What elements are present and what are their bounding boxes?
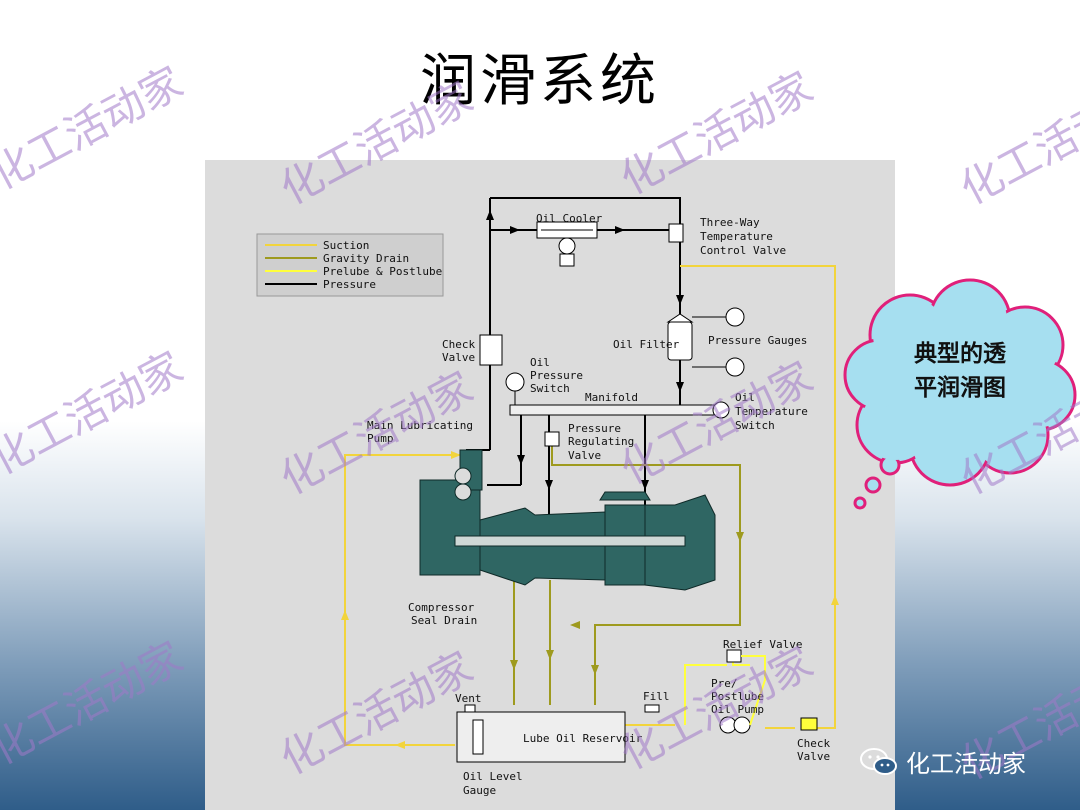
pressure-gauge-1 (725, 307, 745, 327)
pressure-gauge-2 (725, 357, 745, 377)
label-prepost-2: Postlube (711, 690, 764, 703)
label-reservoir: Lube Oil Reservoir (523, 732, 643, 745)
label-three-way-2: Temperature (700, 230, 773, 243)
label-prv-1: Pressure (568, 422, 621, 435)
label-fill: Fill (643, 690, 670, 703)
label-prv-2: Regulating (568, 435, 634, 448)
prelube-pump (684, 649, 766, 734)
legend-label-prelube: Prelube & Postlube (323, 265, 442, 278)
label-oil-filter: Oil Filter (613, 338, 680, 351)
label-pressure-gauges: Pressure Gauges (708, 334, 807, 347)
label-relief-valve: Relief Valve (723, 638, 802, 651)
oil-cooler (536, 221, 598, 267)
pressure-regulating-valve (544, 431, 560, 447)
slide-title: 润滑系统 (420, 49, 660, 114)
thought-cloud (843, 278, 1077, 510)
label-main-pump-1: Main Lubricating (367, 419, 473, 432)
label-level-gauge-2: Gauge (463, 784, 496, 797)
label-level-gauge-1: Oil Level (463, 770, 523, 783)
label-three-way-1: Three-Way (700, 216, 760, 229)
wechat-icon (860, 747, 897, 775)
flow-arrows (486, 210, 684, 490)
label-manifold: Manifold (585, 391, 638, 404)
label-prepost-1: Pre/ (711, 677, 738, 690)
manifold (509, 404, 723, 416)
oil-filter (666, 313, 694, 361)
compressor-machine (419, 449, 716, 591)
label-check-valve-1: Check (442, 338, 475, 351)
oil-pressure-switch (505, 372, 525, 392)
label-comp-seal-2: Seal Drain (411, 614, 477, 627)
lube-oil-reservoir (456, 704, 660, 763)
callout-line-2: 平润滑图 (914, 375, 1006, 401)
drain-arrows (510, 532, 744, 675)
label-check-valve-b2: Valve (797, 750, 830, 763)
label-comp-seal-1: Compressor (408, 601, 475, 614)
branding: 化工活动家 (860, 744, 1026, 779)
pressure-lines (466, 197, 681, 515)
label-oil-cooler: Oil Cooler (536, 212, 603, 225)
callout-line-1: 典型的透 (914, 341, 1006, 367)
legend: Suction Gravity Drain Prelube & Postlube… (256, 233, 444, 297)
label-three-way-3: Control Valve (700, 244, 786, 257)
suction-arrows (341, 451, 839, 749)
watermark: 化工活动家 (0, 342, 191, 485)
label-prepost-3: Oil Pump (711, 703, 764, 716)
legend-label-pressure: Pressure (323, 278, 376, 291)
label-oil-pressure-3: Switch (530, 382, 570, 395)
lubrication-diagram: Suction Gravity Drain Prelube & Postlube… (205, 160, 895, 810)
callout-text: 典型的透 平润滑图 (880, 337, 1040, 405)
label-vent: Vent (455, 692, 482, 705)
label-check-valve-b1: Check (797, 737, 830, 750)
legend-label-gravity: Gravity Drain (323, 252, 409, 265)
check-valve-lower (800, 717, 818, 731)
branding-text: 化工活动家 (906, 750, 1026, 778)
oil-temperature-switch (712, 401, 730, 419)
label-oil-pressure-1: Oil (530, 356, 550, 369)
check-valve-upper (479, 334, 503, 366)
gravity-drain-lines (513, 440, 741, 705)
label-oil-temp-1: Oil (735, 391, 755, 404)
label-check-valve-2: Valve (442, 351, 475, 364)
label-prv-3: Valve (568, 449, 601, 462)
watermark: 化工活动家 (0, 632, 191, 775)
label-oil-temp-3: Switch (735, 419, 775, 432)
label-oil-pressure-2: Pressure (530, 369, 583, 382)
label-main-pump-2: Pump (367, 432, 394, 445)
legend-label-suction: Suction (323, 239, 369, 252)
three-way-valve (668, 223, 684, 243)
label-oil-temp-2: Temperature (735, 405, 808, 418)
